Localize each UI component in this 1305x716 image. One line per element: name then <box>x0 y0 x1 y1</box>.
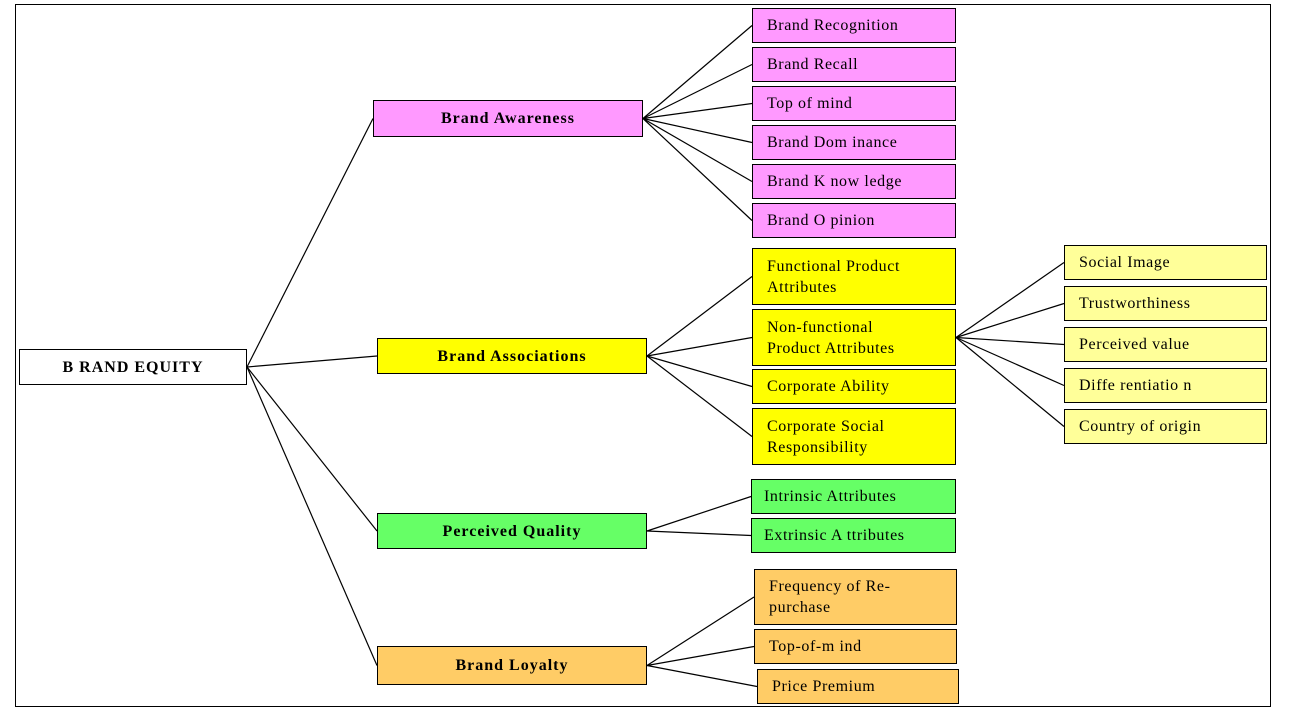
category-to-item-line <box>646 355 753 388</box>
category-to-item-line <box>646 336 753 357</box>
brand-associations-label: Brand Associations <box>437 347 587 365</box>
item-label-line: Corporate Social <box>767 417 885 435</box>
loyalty-item: Price Premium <box>757 669 959 704</box>
awareness-item: Top of mind <box>752 86 956 121</box>
item-label: Brand Dom inance <box>767 134 898 151</box>
brand-loyalty-label: Brand Loyalty <box>455 657 569 674</box>
category-to-item-line <box>646 495 752 532</box>
root-to-category-line <box>246 355 378 368</box>
item-label: Corporate Ability <box>767 378 890 395</box>
awareness-item: Brand Dom inance <box>752 125 956 160</box>
attribute-to-detail-line <box>955 336 1065 387</box>
item-label: Intrinsic Attributes <box>764 488 897 505</box>
item-label: Brand Recall <box>767 56 859 73</box>
attribute-to-detail-line <box>955 336 1065 346</box>
awareness-item: Brand K now ledge <box>752 164 956 199</box>
detail-label: Perceived value <box>1079 336 1190 353</box>
item-label-line: Frequency of Re- <box>769 578 891 595</box>
detail-label: Social Image <box>1079 254 1171 271</box>
item-label-line: Non-functional <box>767 318 874 336</box>
detail-label: Trustworthiness <box>1079 295 1191 312</box>
category-to-item-line <box>642 63 753 120</box>
quality-item: Extrinsic A ttributes <box>751 518 956 553</box>
non-functional-detail: Perceived value <box>1064 327 1267 362</box>
item-label-line: Functional Product <box>767 257 901 275</box>
loyalty-item: Top-of-m ind <box>754 629 957 664</box>
brand-equity-label: B RAND EQUITY <box>62 358 204 376</box>
item-label-line: Product Attributes <box>767 339 895 357</box>
item-label: Price Premium <box>772 678 876 695</box>
item-label: Extrinsic A ttributes <box>764 527 905 544</box>
brand-associations-box: Brand Associations <box>377 338 647 374</box>
category-to-item-line <box>642 118 753 221</box>
detail-label: Country of origin <box>1079 418 1202 435</box>
item-label: Top of mind <box>767 95 853 112</box>
awareness-item: Brand Recognition <box>752 8 956 43</box>
category-to-item-line <box>646 530 752 537</box>
category-to-item-line <box>646 596 755 667</box>
brand-equity-box: B RAND EQUITY <box>19 349 247 385</box>
non-functional-detail: Social Image <box>1064 245 1267 280</box>
root-to-category-line <box>246 118 374 368</box>
category-to-item-line <box>642 117 753 144</box>
category-to-item-line <box>646 355 753 437</box>
loyalty-item: Frequency of Re-purchase <box>754 569 957 625</box>
attribute-to-detail-line <box>955 337 1065 427</box>
category-to-item-line <box>642 117 753 183</box>
category-to-item-line <box>642 25 753 119</box>
brand-loyalty-box: Brand Loyalty <box>377 646 647 685</box>
awareness-item: Brand Recall <box>752 47 956 82</box>
non-functional-detail: Diffe rentiatio n <box>1064 368 1267 403</box>
category-to-item-line <box>646 276 753 357</box>
non-functional-detail: Country of origin <box>1064 409 1267 444</box>
attribute-to-detail-line <box>955 262 1065 338</box>
category-to-item-line <box>642 102 753 120</box>
item-label: Top-of-m ind <box>769 638 862 655</box>
non-functional-detail: Trustworthiness <box>1064 286 1267 321</box>
root-to-category-line <box>246 366 378 666</box>
perceived-quality-box: Perceived Quality <box>377 513 647 549</box>
brand-awareness-box: Brand Awareness <box>373 100 643 137</box>
item-label: Brand Recognition <box>767 17 899 34</box>
associations-item: Corporate Ability <box>752 369 956 404</box>
category-to-item-line <box>646 664 758 688</box>
category-to-item-line <box>646 645 755 667</box>
item-label: Brand O pinion <box>767 212 875 229</box>
item-label: Brand K now ledge <box>767 173 903 190</box>
awareness-item: Brand O pinion <box>752 203 956 238</box>
attribute-to-detail-line <box>955 302 1065 339</box>
item-label-line: Attributes <box>767 278 837 296</box>
item-label-line: purchase <box>769 599 831 616</box>
detail-label: Diffe rentiatio n <box>1079 377 1192 394</box>
item-label-line: Responsibility <box>767 438 868 456</box>
brand-awareness-label: Brand Awareness <box>441 110 575 127</box>
perceived-quality-label: Perceived Quality <box>442 522 582 540</box>
root-to-category-line <box>246 366 378 532</box>
quality-item: Intrinsic Attributes <box>751 479 956 514</box>
